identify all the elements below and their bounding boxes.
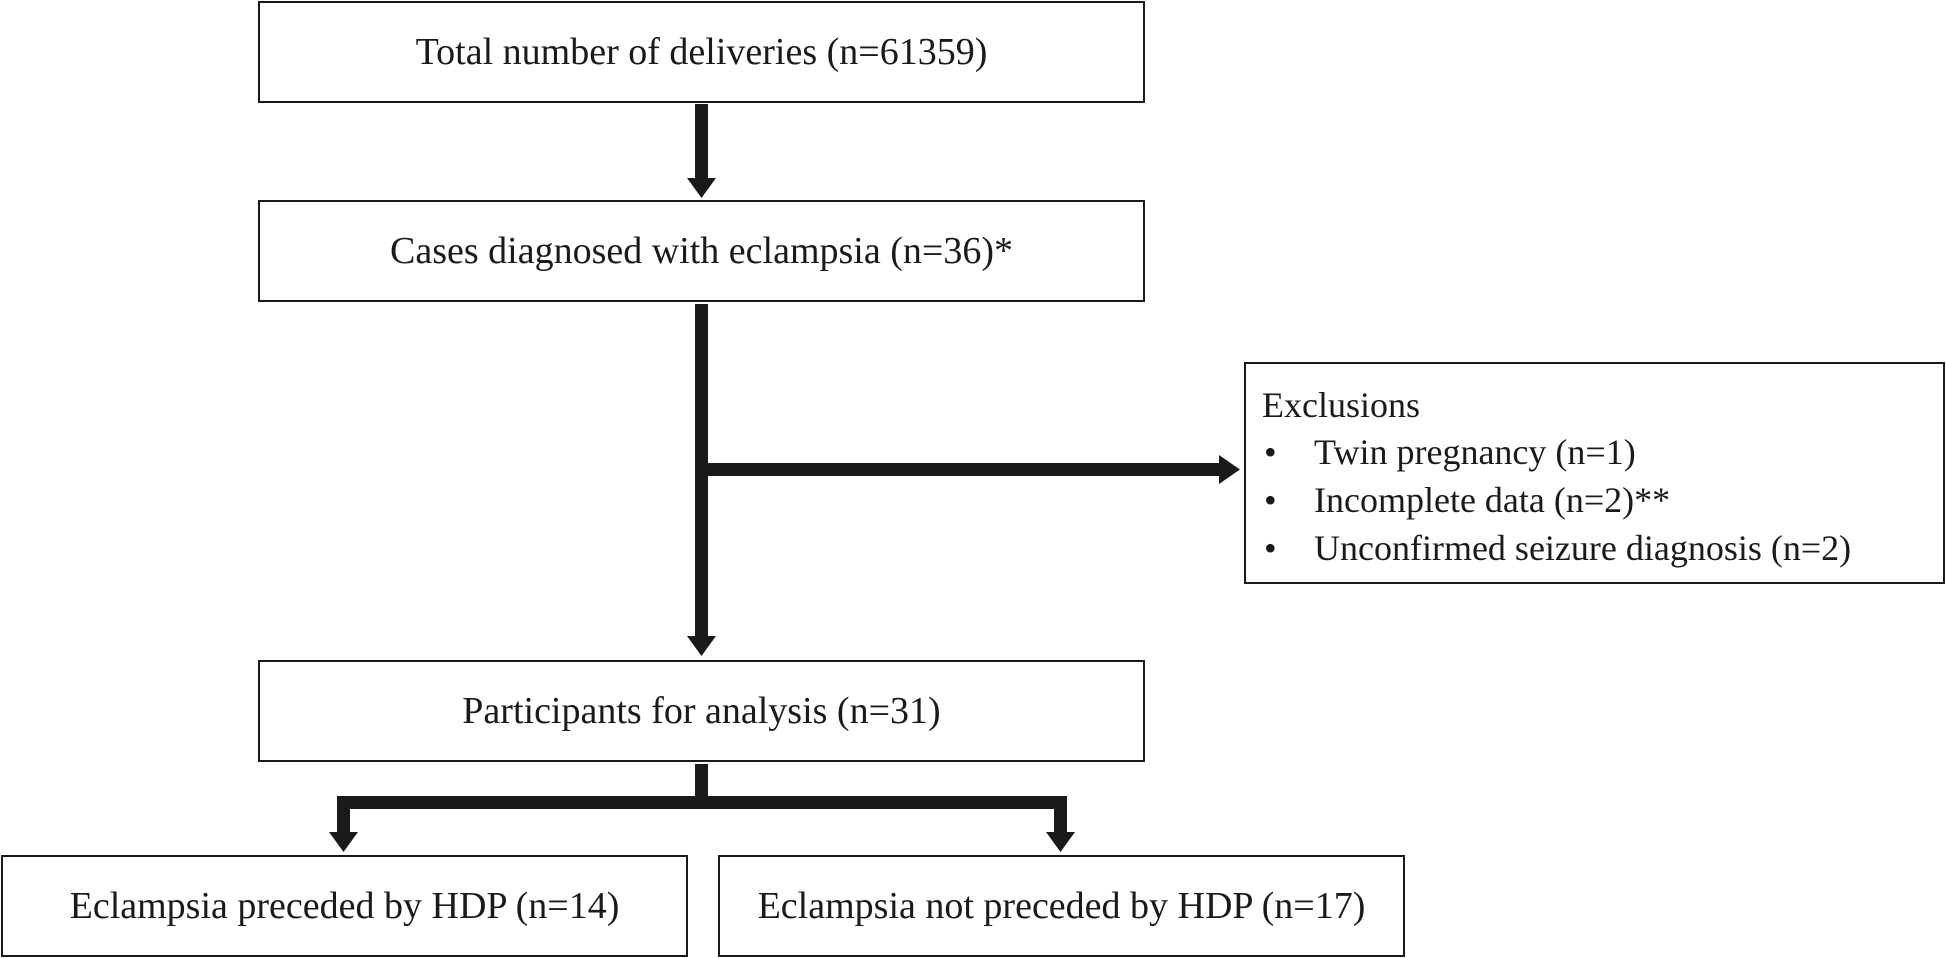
preceded-by-hdp-label: Eclampsia preceded by HDP (n=14) [69, 885, 620, 927]
arrowhead-hdp [329, 832, 358, 852]
exclusion-item: • Unconfirmed seizure diagnosis (n=2) [1262, 524, 1943, 572]
exclusion-item: • Twin pregnancy (n=1) [1262, 428, 1943, 476]
exclusions-list: • Twin pregnancy (n=1) • Incomplete data… [1262, 428, 1943, 572]
exclusions-box: Exclusions • Twin pregnancy (n=1) • Inco… [1244, 362, 1945, 584]
preceded-by-hdp-box: Eclampsia preceded by HDP (n=14) [1, 855, 688, 957]
connector-to-exclusions [695, 463, 1221, 476]
connector-participants-down [695, 764, 708, 802]
connector-split-right [1054, 796, 1067, 834]
not-preceded-by-hdp-box: Eclampsia not preceded by HDP (n=17) [718, 855, 1405, 957]
not-preceded-by-hdp-label: Eclampsia not preceded by HDP (n=17) [757, 885, 1366, 927]
connector-split-left [337, 796, 350, 834]
connector-split-horizontal [337, 796, 1067, 809]
exclusion-item-label: Unconfirmed seizure diagnosis (n=2) [1314, 528, 1852, 568]
bullet-icon: • [1264, 480, 1277, 520]
eclampsia-cases-box: Cases diagnosed with eclampsia (n=36)* [258, 200, 1145, 302]
exclusion-item: • Incomplete data (n=2)** [1262, 476, 1943, 524]
total-deliveries-box: Total number of deliveries (n=61359) [258, 1, 1145, 103]
exclusions-heading: Exclusions [1262, 385, 1420, 425]
participants-label: Participants for analysis (n=31) [462, 690, 941, 732]
participants-box: Participants for analysis (n=31) [258, 660, 1145, 762]
arrowhead-participants [687, 636, 716, 656]
connector-total-to-cases [695, 104, 708, 180]
bullet-icon: • [1264, 432, 1277, 472]
arrowhead-no-hdp [1046, 832, 1075, 852]
exclusion-item-label: Twin pregnancy (n=1) [1314, 432, 1636, 472]
bullet-icon: • [1264, 528, 1277, 568]
eclampsia-cases-label: Cases diagnosed with eclampsia (n=36)* [390, 230, 1013, 272]
arrowhead-cases [687, 178, 716, 198]
exclusion-item-label: Incomplete data (n=2)** [1314, 480, 1671, 520]
total-deliveries-label: Total number of deliveries (n=61359) [415, 31, 988, 73]
arrowhead-exclusions [1219, 455, 1240, 484]
